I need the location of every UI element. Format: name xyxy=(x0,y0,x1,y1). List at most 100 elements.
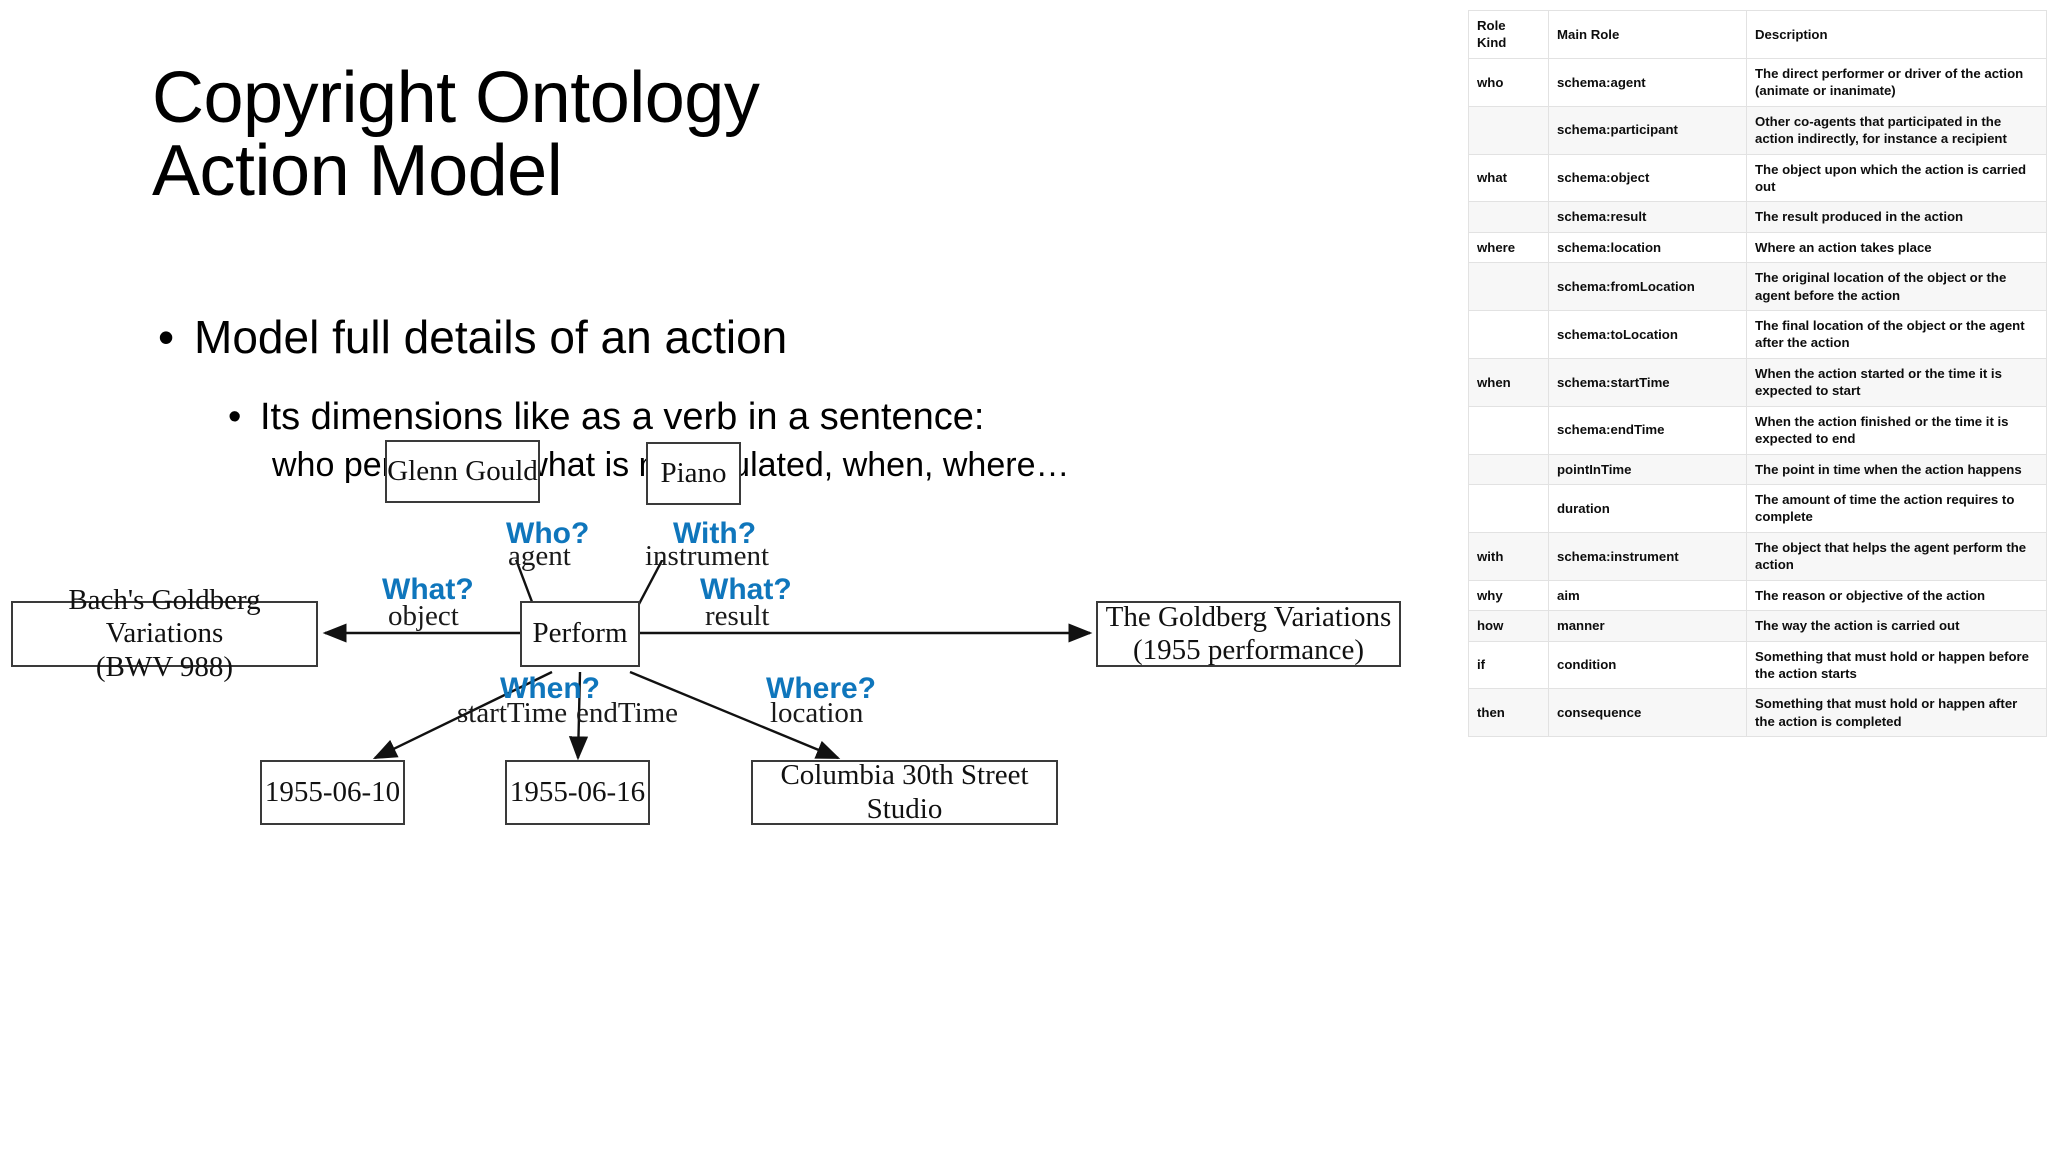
node-center-action: Perform xyxy=(520,601,640,667)
page-title: Copyright Ontology Action Model xyxy=(152,58,1052,212)
node-object-line-1: Bach's Goldberg Variations xyxy=(68,583,261,650)
node-agent: Glenn Gould xyxy=(385,440,540,503)
node-instrument-label: Piano xyxy=(660,456,727,489)
node-start-time: 1955-06-10 xyxy=(260,760,405,825)
node-end-time-label: 1955-06-16 xyxy=(509,775,646,808)
bullet-level-2: • Its dimensions like as a verb in a sent… xyxy=(228,396,985,439)
table-cell-main-role: schema:fromLocation xyxy=(1548,262,1747,312)
table-header-row: Role Kind Main Role Description xyxy=(1468,10,2047,59)
edge-label-object-role: object xyxy=(388,600,459,632)
edge-label-endtime-role: endTime xyxy=(576,697,679,729)
table-cell-role-kind: where xyxy=(1468,231,1549,264)
table-cell-role-kind: why xyxy=(1468,579,1549,612)
table-cell-main-role: schema:object xyxy=(1548,153,1747,203)
node-location-label: Columbia 30th Street Studio xyxy=(780,759,1029,825)
table-cell-main-role: consequence xyxy=(1548,688,1747,738)
node-result-line-2: (1955 performance) xyxy=(1132,634,1365,666)
edge-label-who-question: Who? xyxy=(506,517,590,550)
table-cell-role-kind: how xyxy=(1468,610,1549,642)
action-model-diagram: Glenn Gould Piano Bach's Goldberg Variat… xyxy=(0,440,1465,1120)
table-cell-role-kind xyxy=(1468,405,1549,455)
table-cell-role-kind: with xyxy=(1468,531,1549,581)
table-cell-role-kind: who xyxy=(1468,57,1549,107)
bullet-level-1-text: Model full details of an action xyxy=(194,311,788,363)
node-location: Columbia 30th Street Studio xyxy=(751,759,1058,825)
table-cell-role-kind xyxy=(1468,453,1549,486)
edge-label-result-role: result xyxy=(705,600,770,632)
table-cell-description: When the action finished or the time it … xyxy=(1746,405,2047,455)
bullet-glyph-icon: • xyxy=(228,396,242,438)
title-line-2: Action Model xyxy=(152,131,563,212)
table-cell-role-kind xyxy=(1468,201,1549,233)
table-cell-role-kind: when xyxy=(1468,357,1549,407)
table-cell-role-kind xyxy=(1468,310,1549,359)
table-cell-main-role: schema:toLocation xyxy=(1548,310,1747,359)
table-cell-description: Something that must hold or happen befor… xyxy=(1746,640,2047,690)
table-cell-description: The point in time when the action happen… xyxy=(1746,453,2047,486)
node-object-line-2: (BWV 988) xyxy=(95,650,234,683)
edge-label-object-question: What? xyxy=(382,573,474,606)
column-header-role-kind: Role Kind xyxy=(1468,10,1549,59)
table-cell-description: When the action started or the time it i… xyxy=(1746,357,2047,407)
node-result-line-1: The Goldberg Variations xyxy=(1105,600,1392,633)
table-cell-main-role: schema:agent xyxy=(1548,57,1747,107)
table-cell-description: Other co-agents that participated in the… xyxy=(1746,105,2047,155)
edge-label-when-question: When? xyxy=(500,672,600,705)
node-center-label: Perform xyxy=(532,617,628,650)
role-kind-line-1: Role xyxy=(1477,18,1506,33)
table-cell-description: The final location of the object or the … xyxy=(1746,310,2047,359)
table-cell-role-kind xyxy=(1468,484,1549,533)
table-cell-main-role: condition xyxy=(1548,640,1747,690)
node-start-time-label: 1955-06-10 xyxy=(264,775,401,808)
table-cell-description: The reason or objective of the action xyxy=(1746,579,2047,612)
table-cell-description: The amount of time the action requires t… xyxy=(1746,484,2047,533)
table-cell-main-role: schema:location xyxy=(1548,231,1747,264)
node-end-time: 1955-06-16 xyxy=(505,760,650,825)
table-cell-role-kind: if xyxy=(1468,640,1549,690)
column-header-main-role: Main Role xyxy=(1548,10,1747,59)
bullet-level-2-text: Its dimensions like as a verb in a sente… xyxy=(260,396,985,438)
edge-label-who-role: agent xyxy=(508,540,571,572)
edge-label-starttime-role: startTime xyxy=(457,697,568,729)
table-cell-description: The way the action is carried out xyxy=(1746,610,2047,642)
edge-label-with-question: With? xyxy=(673,517,757,550)
table-cell-description: The original location of the object or t… xyxy=(1746,262,2047,312)
table-cell-main-role: duration xyxy=(1548,484,1747,533)
column-header-description: Description xyxy=(1746,10,2047,59)
table-cell-role-kind xyxy=(1468,105,1549,155)
table-cell-role-kind: then xyxy=(1468,688,1549,738)
slide-content: Copyright Ontology Action Model • Model f… xyxy=(0,58,1465,1120)
title-line-1: Copyright Ontology xyxy=(152,58,760,138)
table-cell-main-role: schema:startTime xyxy=(1548,357,1747,407)
table-cell-description: The object upon which the action is carr… xyxy=(1746,153,2047,203)
table-cell-description: The result produced in the action xyxy=(1746,201,2047,233)
edge-label-location-role: location xyxy=(770,697,864,729)
table-cell-description: The object that helps the agent perform … xyxy=(1746,531,2047,581)
node-instrument: Piano xyxy=(646,442,741,505)
table-cell-main-role: schema:result xyxy=(1548,201,1747,233)
node-agent-label: Glenn Gould xyxy=(387,454,538,487)
edge-label-with-role: instrument xyxy=(645,540,770,572)
edge-label-result-question: What? xyxy=(700,573,792,606)
node-object: Bach's Goldberg Variations (BWV 988) xyxy=(11,584,318,683)
table-cell-main-role: schema:instrument xyxy=(1548,531,1747,581)
table-cell-role-kind: what xyxy=(1468,153,1549,203)
table-cell-description: Something that must hold or happen after… xyxy=(1746,688,2047,738)
